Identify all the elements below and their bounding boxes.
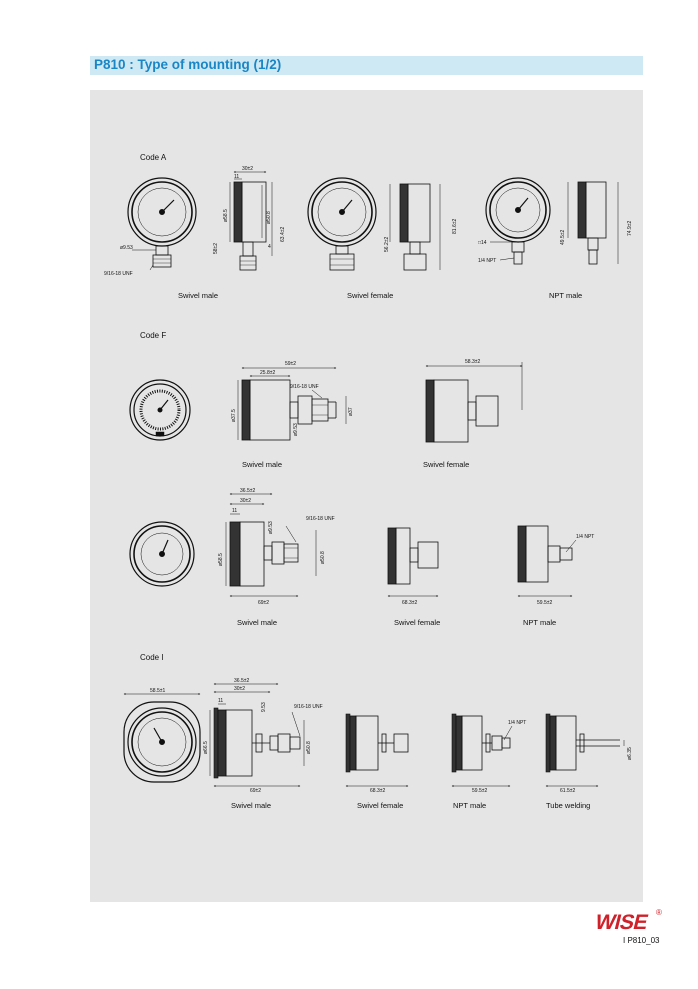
code-a-label-swivel-male: Swivel male — [178, 291, 218, 300]
code-a-swivel-male-side-view — [229, 171, 273, 271]
row3-dim-d11: 11 — [232, 508, 237, 514]
page-title: P810 : Type of mounting (1/2) — [94, 57, 282, 72]
code-a-dim-d56-2: 56.2±2 — [384, 237, 390, 252]
code-a-swivel-female-front-view — [307, 177, 377, 271]
code-i-dim-d36-5: 36.5±2 — [234, 678, 249, 684]
row3-swivel-male-side-view — [225, 493, 317, 597]
row3-label-swivel-male: Swivel male — [237, 618, 277, 627]
code-a-dim-d49-5: 49.5±2 — [560, 230, 566, 245]
code-i-dim-d69: 69±2 — [250, 788, 261, 794]
code-a-dim-d30: 30±2 — [242, 166, 253, 172]
code-i-heading: Code I — [140, 653, 164, 662]
registered-mark: ® — [656, 908, 662, 917]
code-i-dim-d61-5: 61.5±2 — [560, 788, 575, 794]
code-a-npt-male-side-view — [567, 181, 619, 265]
code-a-swivel-female-side-view — [389, 183, 441, 271]
code-a-dim-unf: 9/16-18 UNF — [104, 271, 133, 277]
code-i-dim-unf: 9/16-18 UNF — [294, 704, 323, 710]
row3-dim-d9-53: ø9.53 — [268, 521, 274, 534]
code-i-dim-d9-53: 9.53 — [261, 702, 267, 712]
code-i-front-view — [123, 693, 201, 783]
code-a-dim-d58-5: ø58.5 — [223, 209, 229, 222]
row3-front-view — [129, 521, 195, 587]
row3-dim-d50-8: ø50.8 — [320, 551, 326, 564]
code-f-dim-d25-8: 25.8±2 — [260, 370, 275, 376]
code-f-dim-d37-5: ø37.5 — [231, 409, 237, 422]
code-i-dim-d66-5: ø66.5 — [203, 741, 209, 754]
row3-dim-d59-5: 59.5±2 — [537, 600, 552, 606]
code-i-dim-d11: 11 — [218, 698, 223, 704]
code-a-heading: Code A — [140, 153, 167, 162]
code-i-dim-d59-5: 59.5±2 — [472, 788, 487, 794]
row3-dim-d58-5: ø58.5 — [218, 553, 224, 566]
code-i-dim-d58-5-top: 58.5±1 — [150, 688, 165, 694]
row3-dim-unf: 9/16-18 UNF — [306, 516, 335, 522]
code-f-swivel-female-side-view — [425, 362, 523, 443]
code-f-dim-unf: 9/16-18 UNF — [290, 384, 319, 390]
code-a-npt-male-front-view — [485, 177, 551, 265]
row3-dim-d36-5: 36.5±2 — [240, 488, 255, 494]
code-i-dim-d6-35: ø6.35 — [627, 747, 633, 760]
code-f-dim-d37: ø37 — [348, 407, 354, 416]
code-f-dim-d9-53: ø9.53 — [293, 423, 299, 436]
drawing-panel: Code A ø9.53 9/16-18 UNF 30±2 11 ø58.5 ø… — [90, 90, 643, 902]
code-f-dim-d58-3: 58.3±2 — [465, 359, 480, 365]
code-f-label-swivel-female: Swivel female — [423, 460, 469, 469]
code-a-dim-d11: 11 — [234, 174, 239, 180]
code-i-tube-welding-side-view — [545, 713, 625, 787]
row3-dim-d68-3: 68.3±2 — [402, 600, 417, 606]
title-bar: P810 : Type of mounting (1/2) — [90, 56, 643, 75]
code-f-dim-d59: 59±2 — [285, 361, 296, 367]
brand-logo-text: WISE — [593, 910, 651, 934]
row3-dim-d30: 30±2 — [240, 498, 251, 504]
page-number: I P810_03 — [623, 936, 660, 945]
code-a-label-npt-male: NPT male — [549, 291, 582, 300]
code-a-dim-d63-4: 63.4±2 — [280, 227, 286, 242]
code-a-dim-d58: 58±2 — [213, 243, 219, 254]
code-a-dim-d50-8: ø50.8 — [266, 211, 272, 224]
row3-swivel-female-side-view — [387, 527, 439, 597]
code-i-dim-d68-3: 68.3±2 — [370, 788, 385, 794]
code-i-dim-d50-8: ø50.8 — [306, 741, 312, 754]
row3-npt-male-side-view — [517, 525, 577, 597]
row3-dim-npt: 1/4 NPT — [576, 534, 594, 540]
code-i-label-tube-welding: Tube welding — [546, 801, 590, 810]
code-i-label-swivel-male: Swivel male — [231, 801, 271, 810]
code-a-label-swivel-female: Swivel female — [347, 291, 393, 300]
code-i-dim-d30: 30±2 — [234, 686, 245, 692]
code-a-dim-npt: 1/4 NPT — [478, 258, 496, 264]
code-a-dim-d81-6: 81.6±2 — [452, 219, 458, 234]
code-i-swivel-male-side-view — [209, 683, 305, 787]
code-a-dim-sq14: □14 — [478, 240, 487, 246]
code-a-dim-d4: 4 — [268, 244, 271, 250]
code-i-label-swivel-female: Swivel female — [357, 801, 403, 810]
code-a-dim-d9-53: ø9.53 — [120, 245, 133, 251]
code-i-swivel-female-side-view — [345, 713, 409, 787]
code-i-label-npt-male: NPT male — [453, 801, 486, 810]
code-a-swivel-male-front-view — [127, 177, 197, 271]
code-f-swivel-male-side-view — [237, 367, 347, 441]
code-f-heading: Code F — [140, 331, 166, 340]
row3-label-swivel-female: Swivel female — [394, 618, 440, 627]
code-i-dim-npt: 1/4 NPT — [508, 720, 526, 726]
code-a-dim-d74-9: 74.9±2 — [627, 221, 633, 236]
technical-drawing: Code A ø9.53 9/16-18 UNF 30±2 11 ø58.5 ø… — [104, 153, 633, 810]
code-f-front-view — [129, 379, 191, 441]
row3-dim-d69: 69±2 — [258, 600, 269, 606]
code-i-npt-male-side-view — [451, 713, 513, 787]
code-f-label-swivel-male: Swivel male — [242, 460, 282, 469]
row3-label-npt-male: NPT male — [523, 618, 556, 627]
wise-logo: WISE ® — [593, 908, 662, 934]
